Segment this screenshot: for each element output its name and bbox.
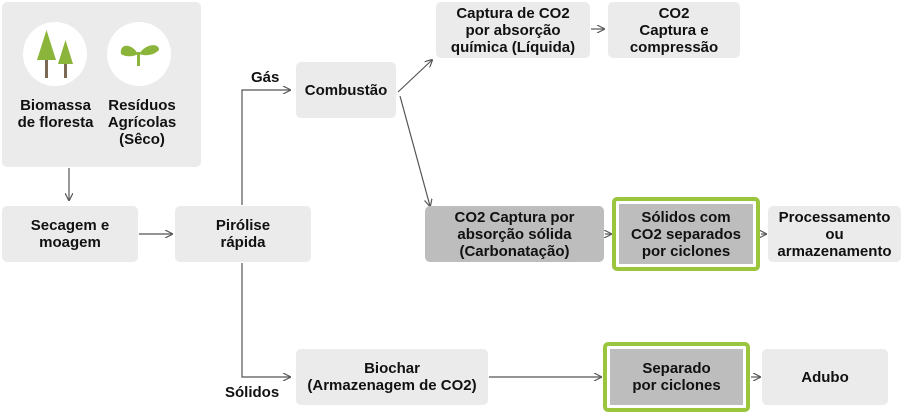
- node-chemical-capture: Captura de CO2 por absorção química (Líq…: [436, 2, 590, 58]
- node-separated-cyclones: Separado por ciclones: [603, 342, 750, 412]
- node-drying: Secagem e moagem: [2, 206, 138, 262]
- sprout-icon: [120, 45, 159, 66]
- node-solids-co2-cyclones: Sólidos com CO2 separados por ciclones: [612, 197, 760, 271]
- node-processing: Processamento ou armazenamento: [768, 206, 901, 262]
- agricultural-residues-label: Resíduos Agrícolas (Sêco): [107, 97, 177, 148]
- node-co2-compression: CO2 Captura e compressão: [608, 2, 740, 58]
- forest-biomass-label: Biomassa de floresta: [17, 97, 94, 131]
- node-fertilizer: Adubo: [762, 349, 888, 405]
- node-combustion: Combustão: [296, 62, 396, 118]
- node-solid-capture: CO2 Captura por absorção sólida (Carbona…: [425, 206, 604, 262]
- arrow-combustion-to-chemical: [397, 60, 432, 93]
- arrow-pyrolysis-to-biochar: [241, 263, 290, 377]
- node-biochar: Biochar (Armazenagem de CO2): [296, 349, 488, 405]
- forest-icon-circle: [23, 22, 87, 86]
- edge-label-gas: Gás: [251, 69, 280, 86]
- node-pyrolysis: Pirólise rápida: [175, 206, 311, 262]
- tree-icon: [37, 30, 73, 78]
- edge-label-solids: Sólidos: [225, 384, 280, 401]
- arrow-pyrolysis-to-combustion: [241, 90, 290, 205]
- sprout-icon-circle: [107, 22, 171, 86]
- arrow-combustion-to-solid: [399, 95, 430, 206]
